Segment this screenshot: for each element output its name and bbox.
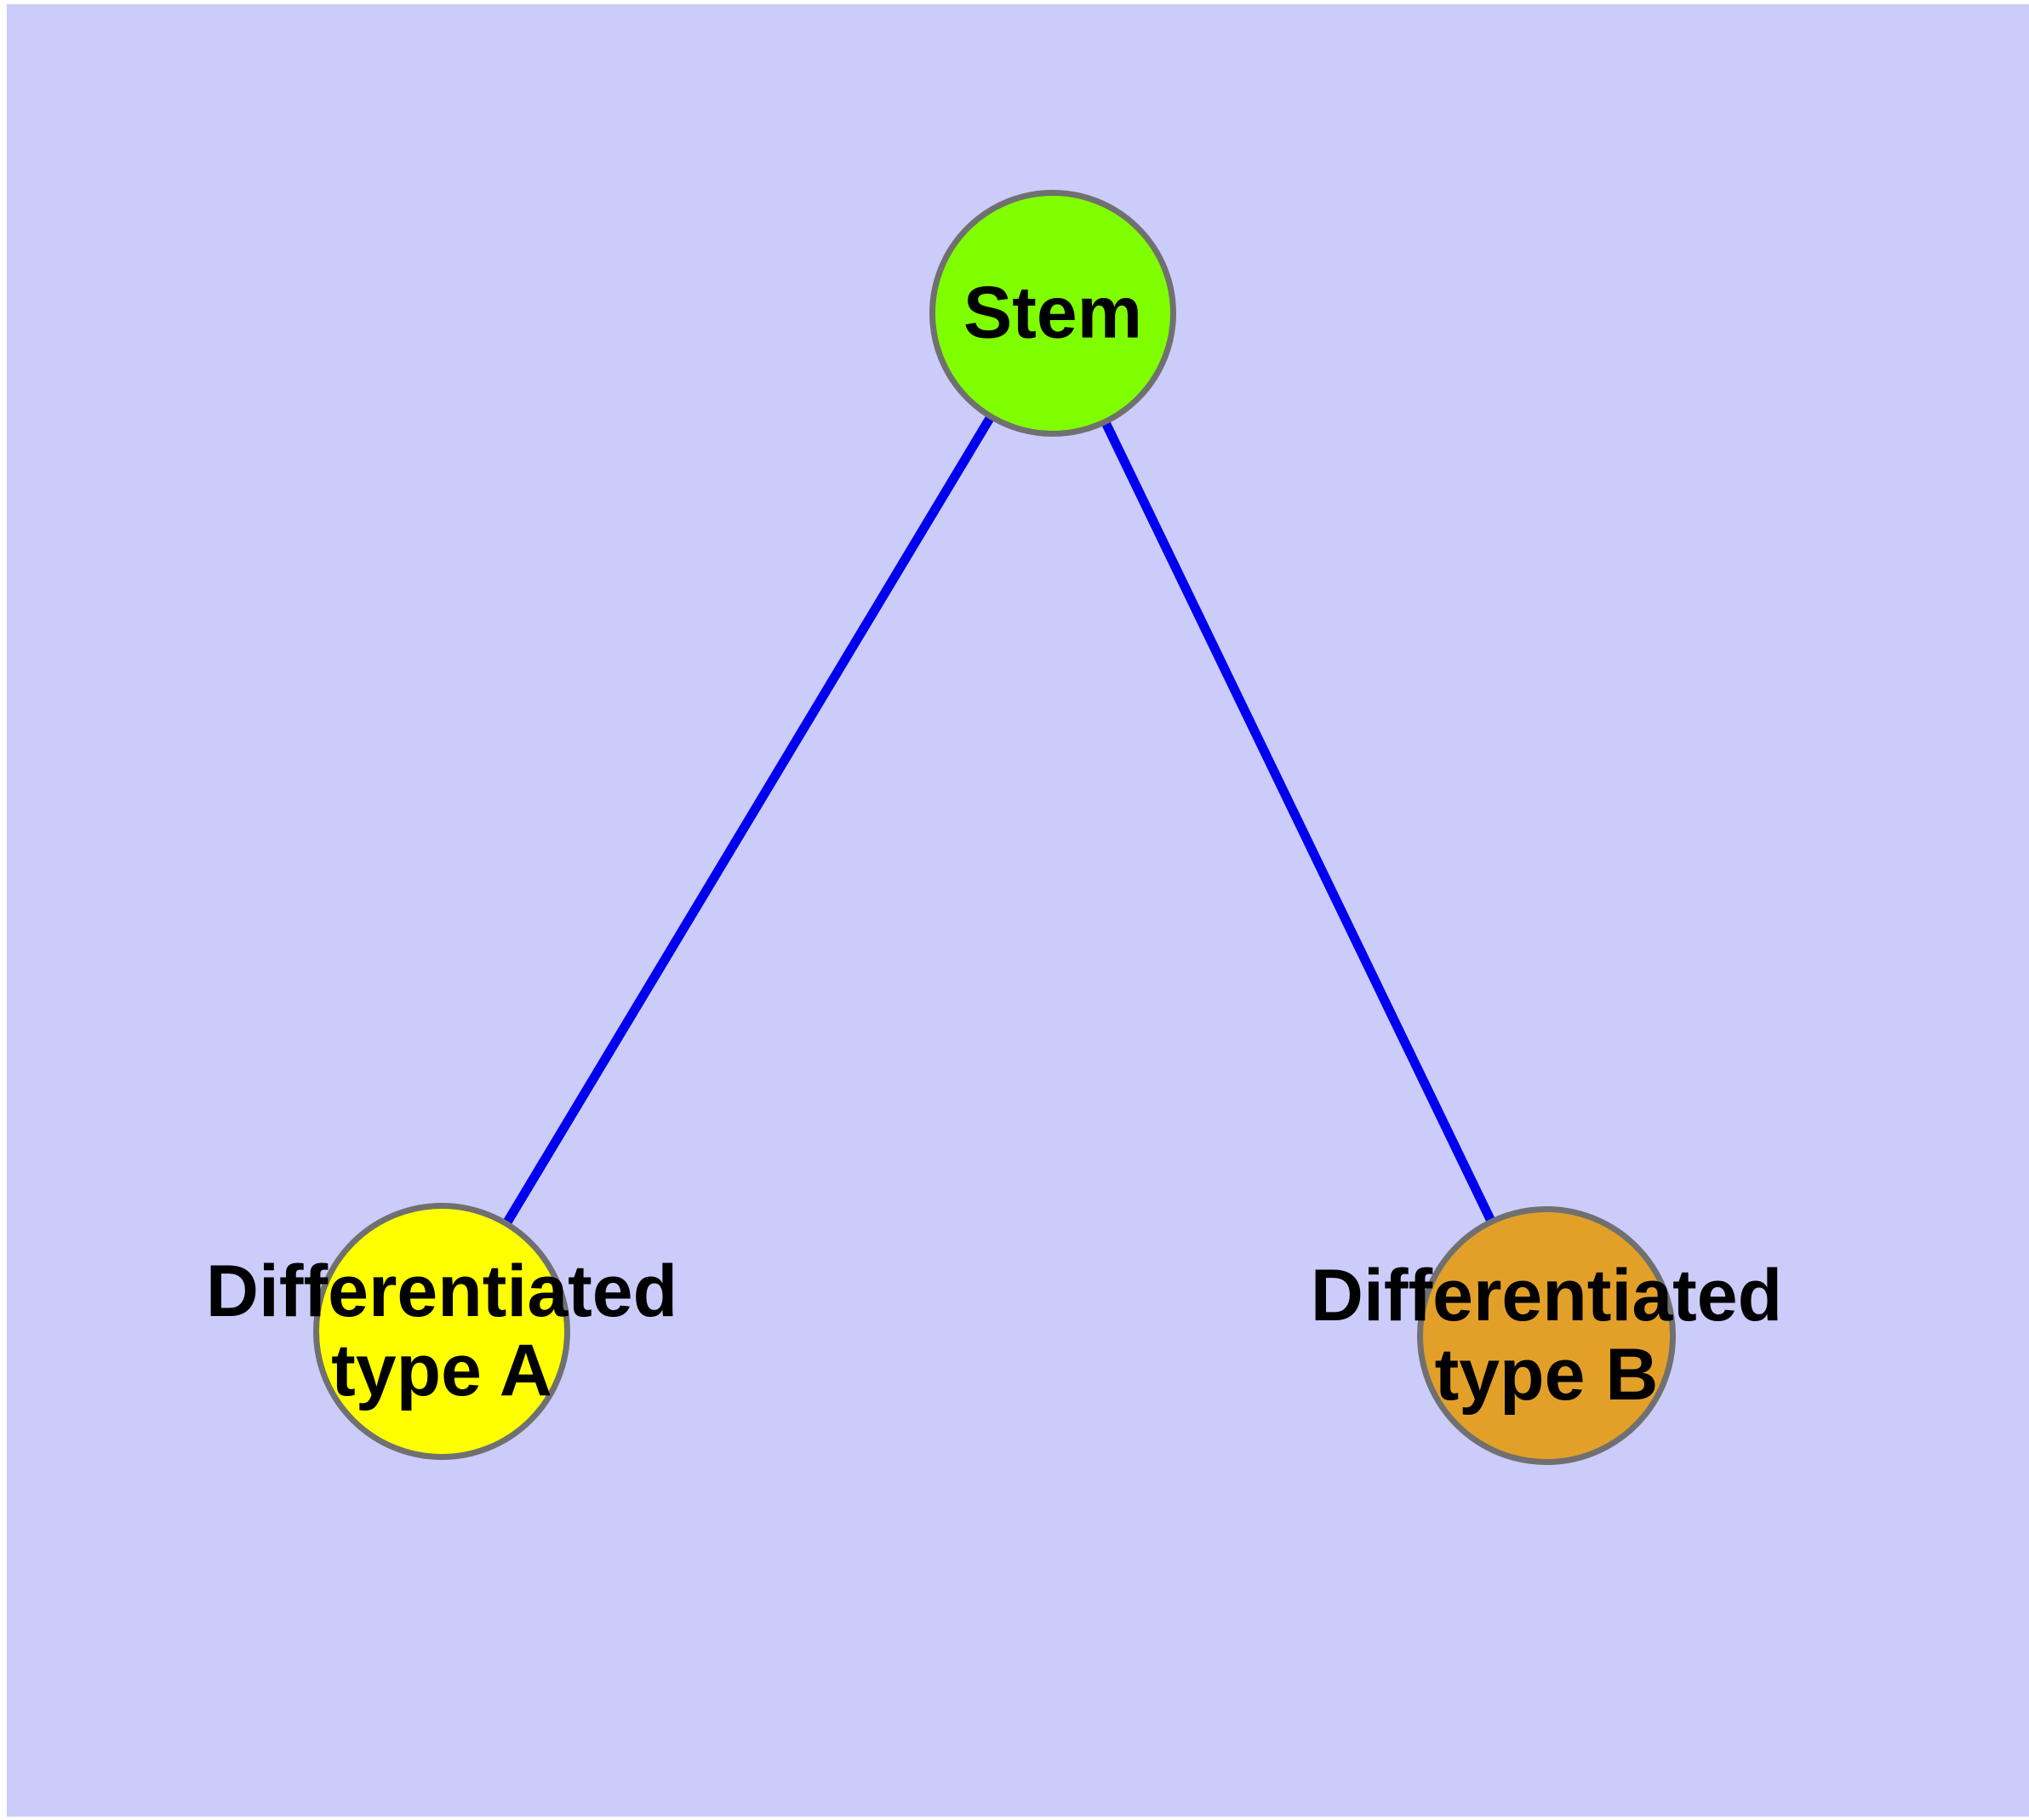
graph-svg bbox=[313, 190, 1676, 1465]
graph-node-diff_b[interactable] bbox=[1417, 1206, 1676, 1465]
nodes-layer bbox=[313, 190, 1676, 1465]
graph-edge bbox=[1049, 311, 1551, 1338]
graph-node-diff_a[interactable] bbox=[313, 1203, 570, 1460]
graph-node-stem[interactable] bbox=[929, 190, 1176, 437]
graph-edge bbox=[437, 311, 1057, 1334]
edges-layer bbox=[437, 311, 1551, 1338]
